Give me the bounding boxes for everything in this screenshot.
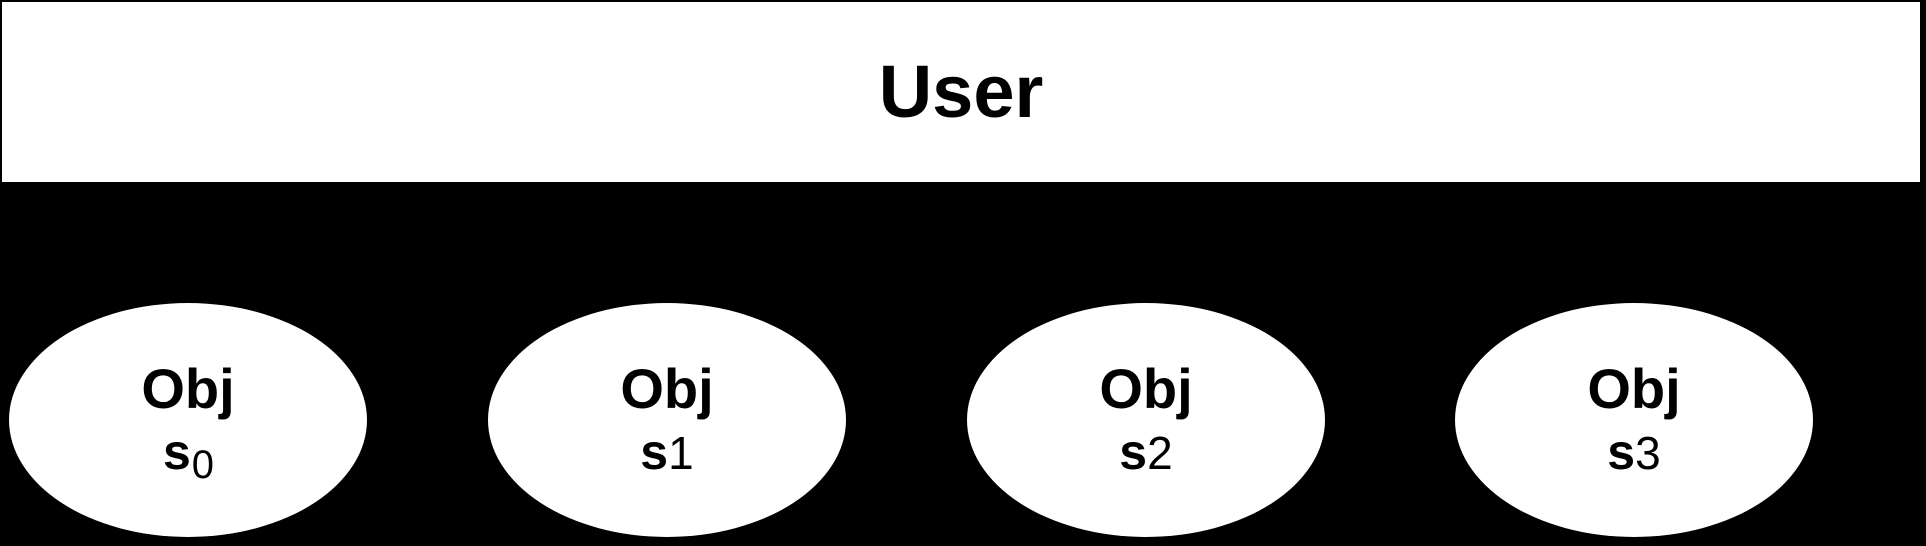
object-ellipse-s3: Obj s3: [1455, 303, 1813, 537]
object-ellipse-s2: Obj s2: [967, 303, 1325, 537]
object-ellipse-s0: Obj s0: [9, 303, 367, 537]
object-label: Obj: [1587, 357, 1681, 421]
object-state-label: s3: [1607, 422, 1660, 482]
state-base: s: [1607, 423, 1636, 480]
state-index: 2: [1147, 426, 1173, 479]
object-label: Obj: [620, 357, 714, 421]
object-label: Obj: [141, 357, 235, 421]
state-base: s: [1119, 423, 1148, 480]
object-state-label: s2: [1119, 422, 1172, 482]
object-label: Obj: [1099, 357, 1193, 421]
state-base: s: [162, 423, 191, 480]
state-base: s: [640, 423, 669, 480]
state-index: 3: [1635, 426, 1661, 479]
state-subscript: 0: [191, 442, 215, 487]
user-box: User: [2, 2, 1920, 182]
user-label: User: [878, 50, 1044, 133]
state-index: 1: [668, 426, 694, 479]
object-state-label: s1: [640, 422, 693, 482]
object-state-label: s0: [162, 422, 214, 487]
object-ellipse-s1: Obj s1: [488, 303, 846, 537]
